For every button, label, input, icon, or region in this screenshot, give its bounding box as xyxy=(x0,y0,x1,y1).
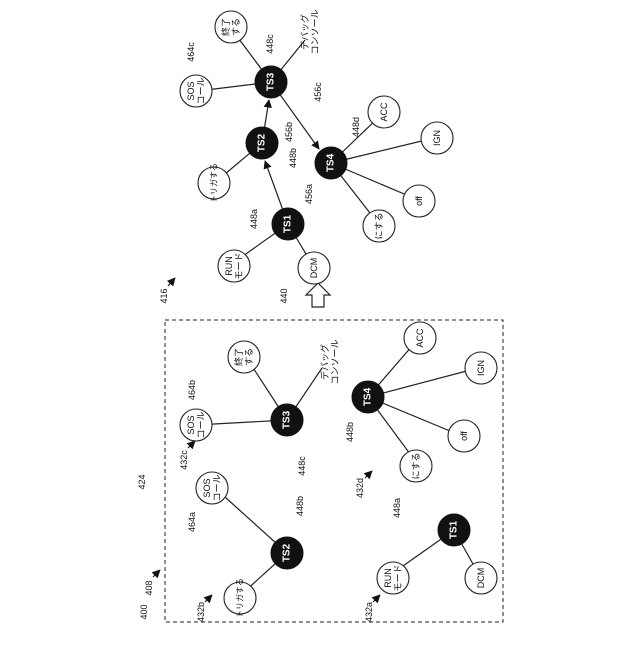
ref-456a: 456a xyxy=(304,184,314,204)
ref-448a-right: 448a xyxy=(249,209,259,229)
right-node-off: off xyxy=(403,185,435,217)
left-dcm-label: DCM xyxy=(476,568,486,589)
right-run-label: RUNモード xyxy=(224,252,244,279)
right-ts3-label: TS3 xyxy=(266,72,277,91)
ref-448c-right: 448c xyxy=(265,34,275,54)
left-ts1-label: TS1 xyxy=(449,520,460,539)
left-end-label: 終了する xyxy=(233,348,254,366)
left-node-trigger: トリガする xyxy=(224,578,256,618)
left-node-ign: IGN xyxy=(465,352,497,384)
ref-448b-left-top: 448b xyxy=(295,496,305,516)
ref-432b: 432b xyxy=(196,602,206,622)
right-node-ts4: TS4 xyxy=(315,147,347,179)
right-off-label: off xyxy=(414,196,424,206)
left-node-sos-a: SOSコール xyxy=(196,472,228,504)
ref-464a: 464a xyxy=(187,512,197,532)
right-trigger-label: トリガする xyxy=(209,163,219,203)
right-node-ts2: TS2 xyxy=(246,127,278,159)
left-node-nisuru: にする xyxy=(400,450,432,482)
left-node-sos-b: SOSコール xyxy=(180,409,212,441)
right-node-acc: ACC xyxy=(368,96,400,128)
ref-464c: 464c xyxy=(186,42,196,62)
left-node-end: 終了する xyxy=(228,341,260,373)
ref-456c: 456c xyxy=(313,82,323,102)
ref-448d: 448d xyxy=(351,117,361,137)
left-node-ts1: TS1 xyxy=(438,514,470,546)
ref-448c-left: 448c xyxy=(297,456,307,476)
right-node-ign: IGN xyxy=(421,122,453,154)
left-node-ts2: TS2 xyxy=(271,537,303,569)
right-acc-label: ACC xyxy=(379,102,389,122)
left-node-ts3: TS3 xyxy=(271,404,303,436)
ref-456b: 456b xyxy=(284,122,294,142)
right-end-label: 終了する xyxy=(220,18,241,36)
right-node-debug: デバッグコンソール xyxy=(299,9,320,54)
right-ign-label: IGN xyxy=(432,130,442,146)
ref-448b-right: 448b xyxy=(288,148,298,168)
right-ts4-label: TS4 xyxy=(326,153,337,172)
right-nisuru-label: にする xyxy=(374,212,384,239)
right-node-nisuru: にする xyxy=(363,210,395,242)
right-debug-label: デバッグコンソール xyxy=(299,9,320,54)
right-sos-label: SOSコール xyxy=(186,77,206,104)
ref-400: 400 xyxy=(139,604,149,619)
ref-440: 440 xyxy=(279,288,289,303)
left-acc-label: ACC xyxy=(415,328,425,348)
right-ts2-label: TS2 xyxy=(257,133,268,152)
ref-424: 424 xyxy=(137,474,147,489)
left-sos-a-label: SOSコール xyxy=(202,474,222,501)
ref-432c: 432c xyxy=(179,450,189,470)
right-node-ts3: TS3 xyxy=(255,66,287,98)
left-node-off: off xyxy=(448,420,480,452)
right-ts1-label: TS1 xyxy=(283,214,294,233)
ref-464b: 464b xyxy=(187,380,197,400)
left-run-label: RUNモード xyxy=(383,564,403,591)
left-node-dcm: DCM xyxy=(465,562,497,594)
ref-408: 408 xyxy=(144,580,154,595)
left-ts2-label: TS2 xyxy=(282,543,293,562)
right-node-trigger: トリガする xyxy=(198,163,230,203)
left-node-run: RUNモード xyxy=(377,562,409,594)
left-trigger-label: トリガする xyxy=(235,578,245,618)
left-off-label: off xyxy=(459,431,469,441)
right-node-end: 終了する xyxy=(215,11,247,43)
transition-arrow-440 xyxy=(306,283,330,307)
ref-432a: 432a xyxy=(364,602,374,622)
right-node-sos: SOSコール xyxy=(180,75,212,107)
left-ts4-label: TS4 xyxy=(363,387,374,406)
right-node-run: RUNモード xyxy=(218,250,250,282)
ref-448b-left: 448b xyxy=(345,422,355,442)
ref-432d: 432d xyxy=(355,478,365,498)
right-node-ts1: TS1 xyxy=(272,208,304,240)
left-node-acc: ACC xyxy=(404,322,436,354)
ref-416: 416 xyxy=(159,288,169,303)
right-edges xyxy=(198,31,434,264)
left-node-debug: デバッグコンソール xyxy=(319,339,340,384)
left-ign-label: IGN xyxy=(476,360,486,376)
ref-448a-left: 448a xyxy=(392,498,402,518)
left-sos-b-label: SOSコール xyxy=(186,411,206,438)
right-node-dcm: DCM xyxy=(298,252,330,284)
left-debug-label: デバッグコンソール xyxy=(319,339,340,384)
left-ts3-label: TS3 xyxy=(282,410,293,429)
left-nisuru-label: にする xyxy=(411,452,421,479)
left-node-ts4: TS4 xyxy=(352,381,384,413)
right-dcm-label: DCM xyxy=(309,258,319,279)
